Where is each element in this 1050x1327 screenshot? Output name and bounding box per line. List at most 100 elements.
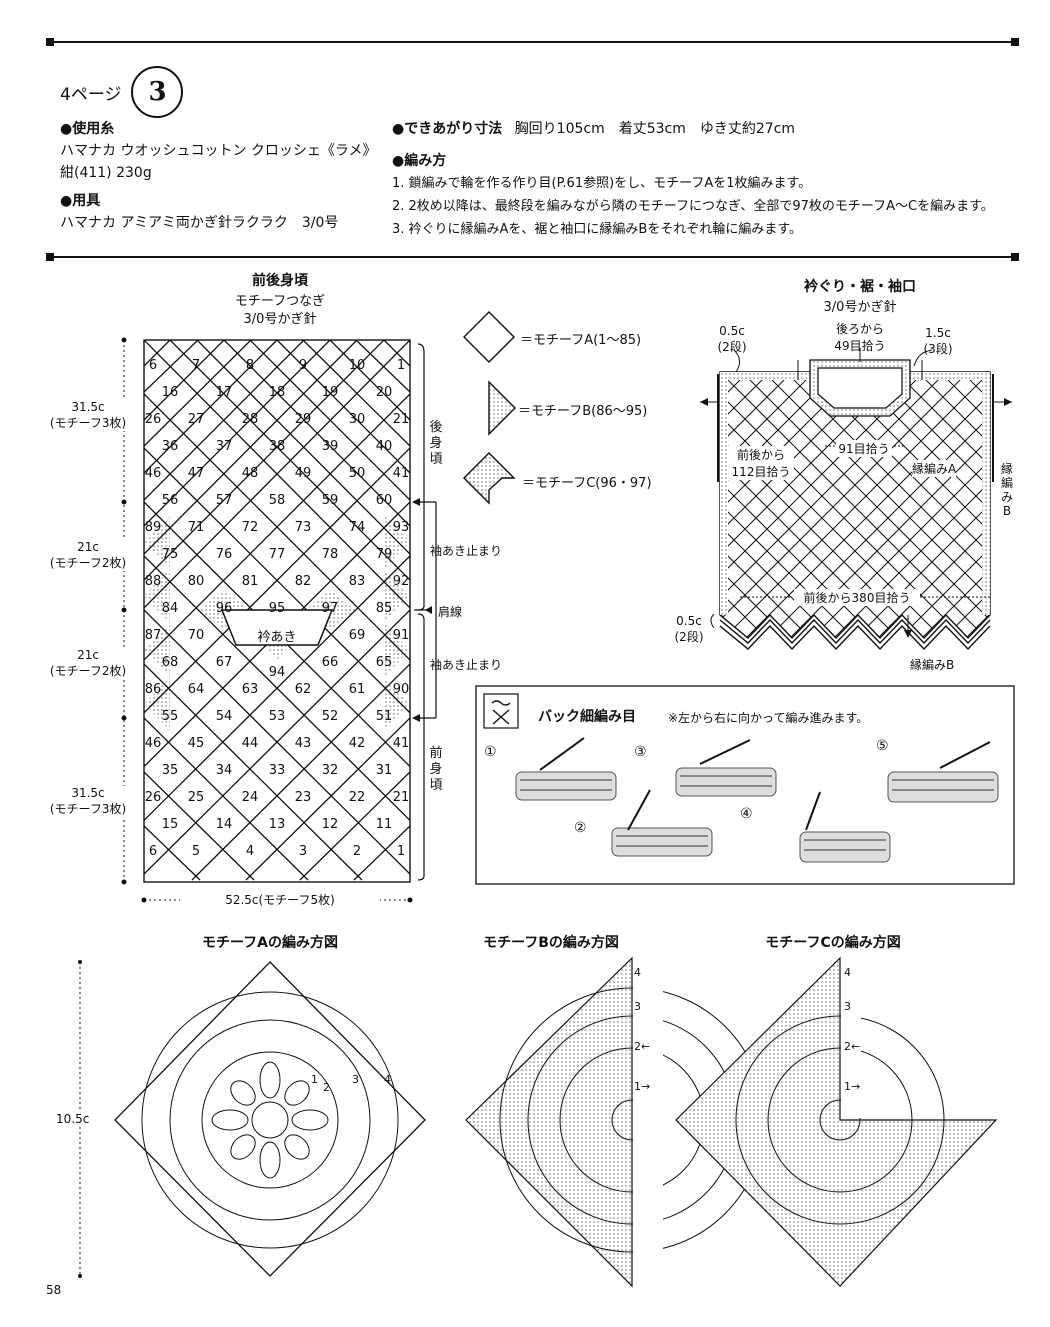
- a-round-2: 2: [323, 1081, 330, 1094]
- neck-rows-left-count: (2段): [717, 340, 747, 354]
- back-sc-frame: [475, 685, 1015, 885]
- motif-number: 36: [161, 439, 179, 454]
- motif-number: 64: [187, 682, 205, 697]
- motif-number: 3: [298, 844, 308, 859]
- back-sc-note: ※左から右に向かって編み進みます。: [668, 711, 869, 725]
- motif-number: 69: [348, 628, 366, 643]
- motif-number: 18: [268, 385, 286, 400]
- legend-motif-c: ＝モチーフC(96・97): [522, 476, 652, 491]
- edge-b-vertical-label: 縁 編 み B: [1000, 462, 1014, 518]
- motif-number: 79: [375, 547, 393, 562]
- yarn-line-2: 紺(411) 230g: [60, 165, 152, 181]
- motif-number: 9: [298, 358, 308, 373]
- b-row-1: 1→: [634, 1080, 651, 1093]
- crochet-step-illustrations: [515, 737, 999, 863]
- a-round-1: 1: [311, 1073, 318, 1086]
- body-diagram-title: 前後身頃: [252, 273, 308, 289]
- motif-number: 19: [321, 385, 339, 400]
- edge-diagram-title: 衿ぐり・裾・袖口: [804, 279, 916, 295]
- back-sc-symbol-icon: [491, 700, 511, 725]
- pickup-380-label: 前後から380目拾う: [794, 589, 920, 606]
- motif-number: 49: [294, 466, 312, 481]
- motif-number: 24: [241, 790, 259, 805]
- neck-rows-left-size: 0.5c: [719, 324, 745, 338]
- motif-number: 57: [215, 493, 233, 508]
- dim-front-lower-value: 31.5c: [71, 786, 105, 800]
- motif-number: 17: [215, 385, 233, 400]
- motif-number: 77: [268, 547, 286, 562]
- motif-number: 14: [215, 817, 233, 832]
- motif-number: 6: [148, 844, 158, 859]
- back-pickup-label-2: 49目拾う: [834, 339, 886, 353]
- motif-number: 72: [241, 520, 259, 535]
- edge-b-char-1: 縁: [1000, 462, 1013, 476]
- motif-number: 11: [375, 817, 393, 832]
- edge-a-label: 縁編みA: [912, 460, 957, 477]
- edge-b-label: 縁編みB: [910, 658, 955, 672]
- motif-number: 34: [215, 763, 233, 778]
- edge-b-char-2: 編: [1000, 476, 1013, 490]
- motif-number: 58: [268, 493, 286, 508]
- motif-number: 7: [191, 358, 201, 373]
- neck-rows-left: 0.5c (2段): [706, 324, 758, 355]
- motif-number: 80: [187, 574, 205, 589]
- motif-number: 55: [161, 709, 179, 724]
- dim-bottom-width: 52.5c(モチーフ5枚): [180, 891, 380, 908]
- motif-number: 48: [241, 466, 259, 481]
- motif-number: 35: [161, 763, 179, 778]
- back-sc-step-5: ⑤: [876, 738, 889, 754]
- motif-number: 59: [321, 493, 339, 508]
- finished-section: ●できあがり寸法 胸回り105cm 着丈53cm ゆき丈約27cm: [392, 118, 1032, 140]
- motif-number: 42: [348, 736, 366, 751]
- back-sc-step-4: ④: [740, 806, 753, 822]
- motif-number: 30: [348, 412, 366, 427]
- legend-motif-a-shape: [463, 311, 515, 363]
- front-pickup-label-2: 112目拾う: [731, 465, 791, 479]
- motif-number: 87: [144, 628, 162, 643]
- motif-number: 1: [396, 358, 406, 373]
- front-pickup-label-1: 前後から: [736, 448, 785, 462]
- motif-number: 60: [375, 493, 393, 508]
- motif-number: 37: [215, 439, 233, 454]
- motif-number: 33: [268, 763, 286, 778]
- b-row-2: 2←: [634, 1040, 651, 1053]
- pattern-number-badge: 3: [131, 66, 184, 118]
- dim-back-upper-value: 31.5c: [71, 400, 105, 414]
- edge-diagram: [700, 348, 1012, 651]
- motif-number: 67: [215, 655, 233, 670]
- motif-a-chart-title: モチーフAの編み方図: [202, 935, 338, 951]
- front-body-label: 前 身 頃: [428, 746, 444, 794]
- motif-number: 54: [215, 709, 233, 724]
- motif-c-chart: [675, 950, 998, 1287]
- finished-values: 胸回り105cm 着丈53cm ゆき丈約27cm: [514, 121, 796, 137]
- motif-b-chart: [465, 950, 765, 1295]
- motif-number: 45: [187, 736, 205, 751]
- motif-number: 65: [375, 655, 393, 670]
- motif-number: 32: [321, 763, 339, 778]
- motif-number: 81: [241, 574, 259, 589]
- back-pickup-label: 後ろから 49目拾う: [815, 320, 905, 354]
- motif-number: 12: [321, 817, 339, 832]
- edge-diagram-subtitle: 3/0号かぎ針: [823, 300, 897, 315]
- top-rule: [46, 38, 1019, 46]
- c-row-2: 2←: [844, 1040, 861, 1053]
- dim-front-upper-value: 21c: [77, 648, 99, 662]
- motif-number: 56: [161, 493, 179, 508]
- motif-number: 2: [352, 844, 362, 859]
- motif-number: 26: [144, 412, 162, 427]
- back-sc-step-3: ③: [634, 744, 647, 760]
- motif-number: 6: [148, 358, 158, 373]
- motif-number: 51: [375, 709, 393, 724]
- motif-number: 5: [191, 844, 201, 859]
- motif-number: 23: [294, 790, 312, 805]
- motif-number: 29: [294, 412, 312, 427]
- dim-front-upper-count: (モチーフ2枚): [49, 664, 127, 678]
- motif-number: 95: [268, 601, 286, 616]
- materials-section: ●使用糸 ハマナカ ウオッシュコットン クロッシェ《ラメ》 紺(411) 230…: [60, 118, 400, 234]
- motif-number: 83: [348, 574, 366, 589]
- page-number: 58: [46, 1283, 62, 1297]
- dim-back-upper: 31.5c (モチーフ3枚): [48, 400, 128, 431]
- motif-number: 74: [348, 520, 366, 535]
- dim-front-upper: 21c (モチーフ2枚): [48, 648, 128, 679]
- motif-number: 73: [294, 520, 312, 535]
